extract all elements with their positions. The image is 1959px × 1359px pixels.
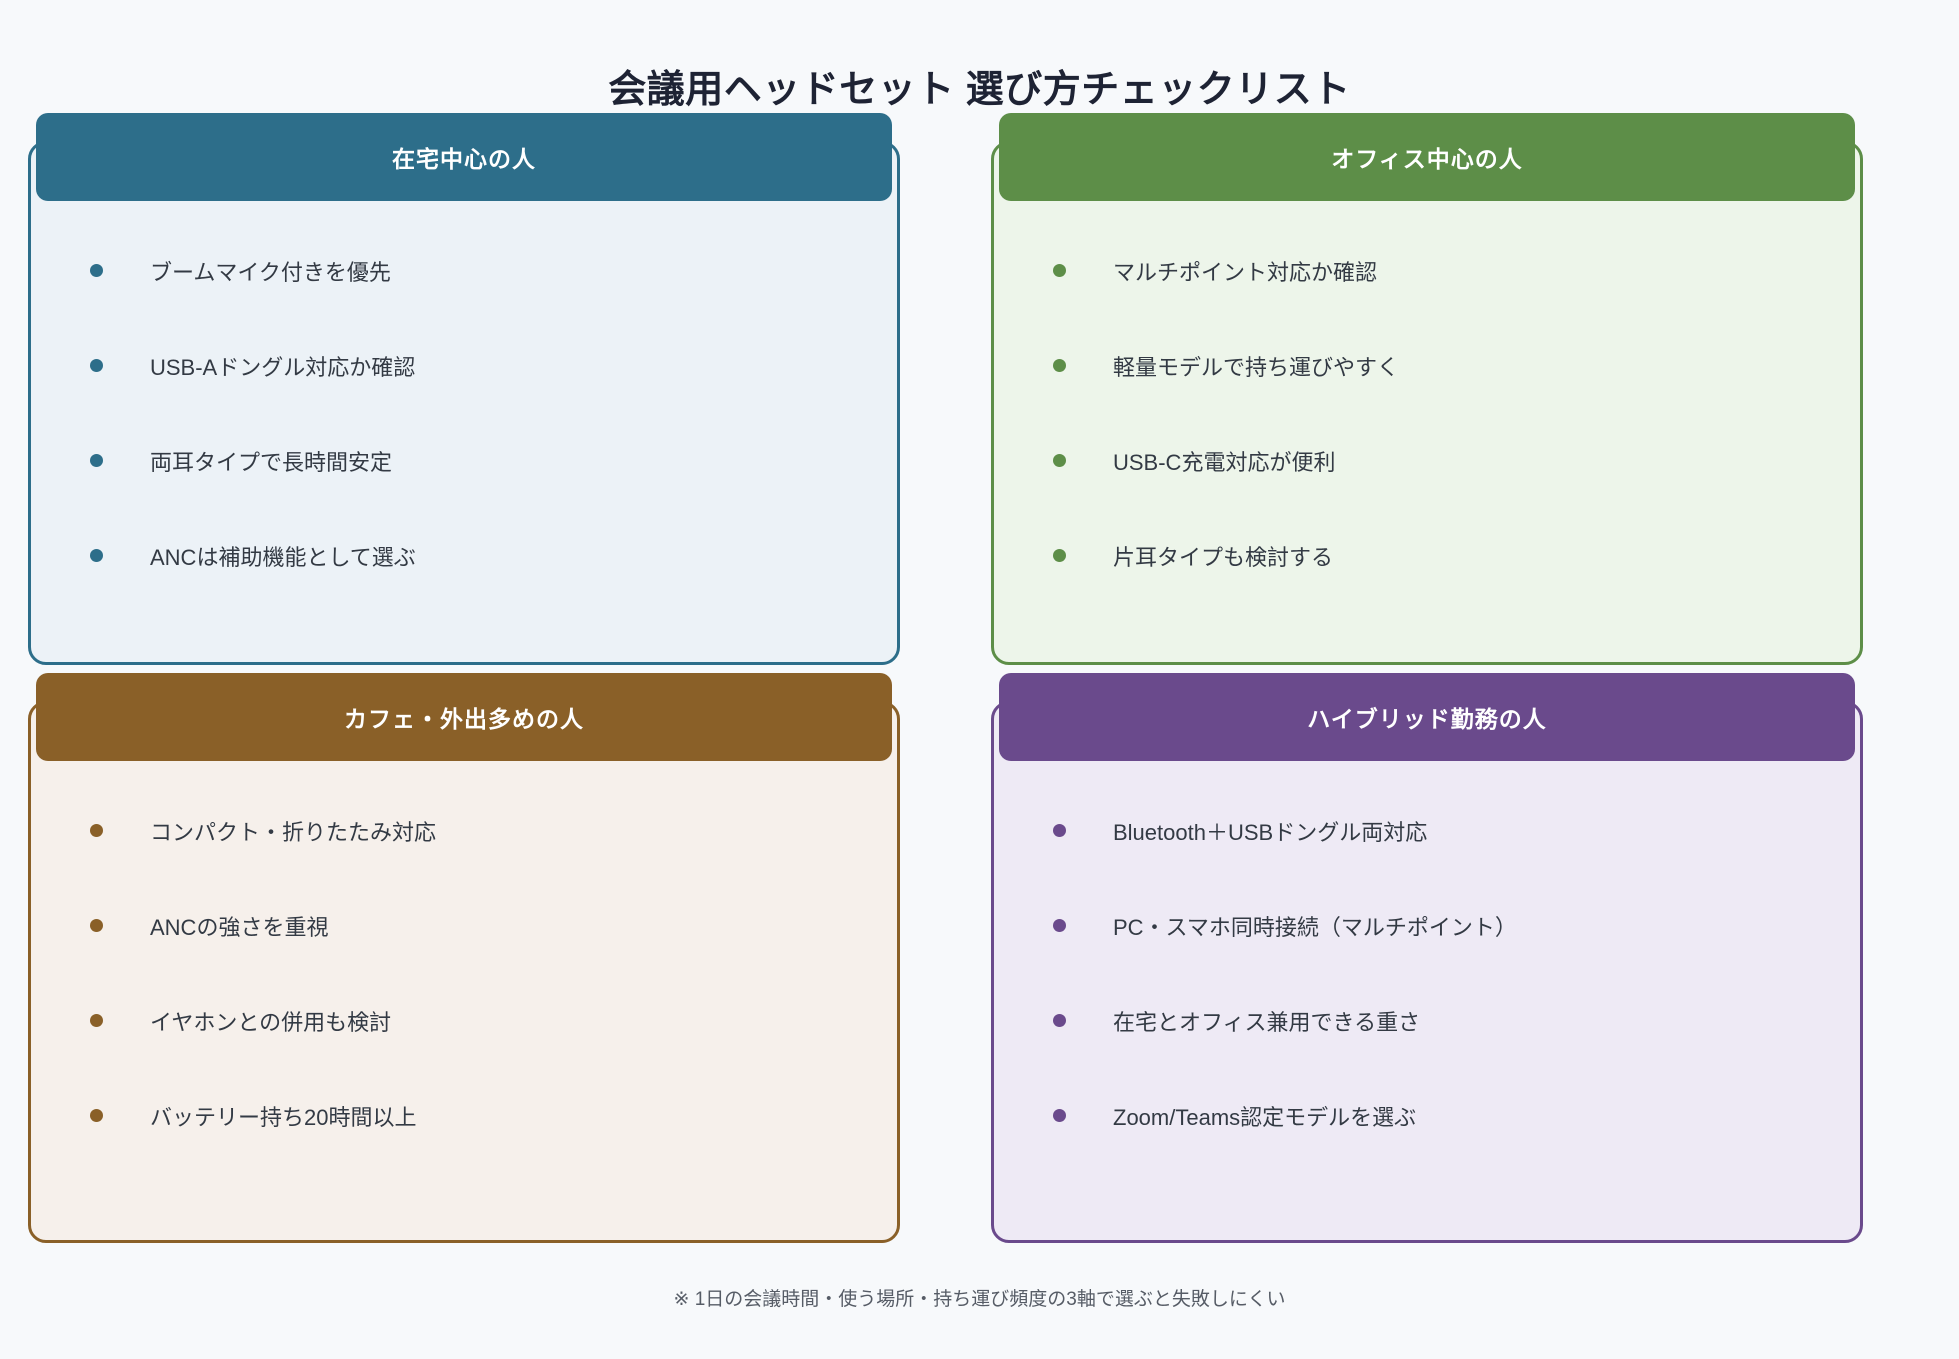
list-item[interactable]: ブームマイク付きを優先 (28, 223, 900, 318)
bullet-icon (90, 359, 103, 372)
list-item-label: ブームマイク付きを優先 (150, 259, 391, 285)
card-header-home-centric: 在宅中心の人 (36, 113, 892, 201)
bullet-icon (1053, 454, 1066, 467)
list-item-label: マルチポイント対応か確認 (1113, 259, 1378, 285)
bullet-icon (1053, 264, 1066, 277)
list-item-label: コンパクト・折りたたみ対応 (150, 819, 437, 845)
bullet-icon (90, 549, 103, 562)
card-body (28, 141, 900, 665)
list-item-label: 両耳タイプで長時間安定 (150, 449, 393, 475)
list-item-label: イヤホンとの併用も検討 (150, 1009, 392, 1035)
card-header-office-centric: オフィス中心の人 (999, 113, 1855, 201)
card-header-cafe-mobile: カフェ・外出多めの人 (36, 673, 892, 761)
footer-note: ※ 1日の会議時間・使う場所・持ち運び頻度の3軸で選ぶと失敗しにくい (673, 1289, 1286, 1310)
list-item-label: バッテリー持ち20時間以上 (150, 1104, 417, 1130)
bullet-icon (90, 919, 103, 932)
bullet-icon (90, 824, 103, 837)
list-item-label: USB-C充電対応が便利 (1113, 449, 1336, 475)
list-item-label: ANCは補助機能として選ぶ (150, 544, 416, 570)
bullet-icon (1053, 549, 1066, 562)
bullet-icon (90, 454, 103, 467)
card-header-hybrid-work: ハイブリッド勤務の人 (999, 673, 1855, 761)
bullet-icon (90, 264, 103, 277)
list-item[interactable]: イヤホンとの併用も検討 (28, 973, 900, 1068)
list-item[interactable]: Bluetooth＋USBドングル両対応 (991, 783, 1863, 878)
list-item[interactable]: Zoom/Teams認定モデルを選ぶ (991, 1068, 1863, 1163)
list-item[interactable]: 軽量モデルで持ち運びやすく (991, 318, 1863, 413)
list-item-label: 片耳タイプも検討する (1113, 544, 1334, 570)
card-home-centric: ブームマイク付きを優先 USB-Aドングル対応か確認 両耳タイプで長時間安定 A… (28, 113, 900, 673)
bullet-icon (1053, 1109, 1066, 1122)
list-item[interactable]: USB-Aドングル対応か確認 (28, 318, 900, 413)
card-body (28, 701, 900, 1243)
bullet-icon (1053, 359, 1066, 372)
bullet-icon (1053, 919, 1066, 932)
card-grid: ブームマイク付きを優先 USB-Aドングル対応か確認 両耳タイプで長時間安定 A… (28, 113, 1931, 1251)
list-item[interactable]: 在宅とオフィス兼用できる重さ (991, 973, 1863, 1068)
card-cafe-mobile: コンパクト・折りたたみ対応 ANCの強さを重視 イヤホンとの併用も検討 バッテリ… (28, 673, 900, 1251)
list-item[interactable]: マルチポイント対応か確認 (991, 223, 1863, 318)
list-item[interactable]: 片耳タイプも検討する (991, 508, 1863, 603)
card-item-list: コンパクト・折りたたみ対応 ANCの強さを重視 イヤホンとの併用も検討 バッテリ… (28, 761, 900, 1251)
list-item-label: Zoom/Teams認定モデルを選ぶ (1113, 1104, 1417, 1130)
list-item[interactable]: USB-C充電対応が便利 (991, 413, 1863, 508)
list-item-label: 軽量モデルで持ち運びやすく (1113, 354, 1400, 380)
list-item[interactable]: ANCは補助機能として選ぶ (28, 508, 900, 603)
card-body (991, 701, 1863, 1243)
page-title: 会議用ヘッドセット 選び方チェックリスト (608, 69, 1351, 111)
list-item[interactable]: バッテリー持ち20時間以上 (28, 1068, 900, 1163)
list-item[interactable]: コンパクト・折りたたみ対応 (28, 783, 900, 878)
card-item-list: ブームマイク付きを優先 USB-Aドングル対応か確認 両耳タイプで長時間安定 A… (28, 201, 900, 673)
card-office-centric: マルチポイント対応か確認 軽量モデルで持ち運びやすく USB-C充電対応が便利 … (991, 113, 1863, 673)
list-item-label: Bluetooth＋USBドングル両対応 (1113, 819, 1428, 845)
card-item-list: Bluetooth＋USBドングル両対応 PC・スマホ同時接続（マルチポイント）… (991, 761, 1863, 1251)
list-item-label: 在宅とオフィス兼用できる重さ (1113, 1009, 1421, 1035)
card-item-list: マルチポイント対応か確認 軽量モデルで持ち運びやすく USB-C充電対応が便利 … (991, 201, 1863, 673)
list-item[interactable]: ANCの強さを重視 (28, 878, 900, 973)
list-item[interactable]: PC・スマホ同時接続（マルチポイント） (991, 878, 1863, 973)
bullet-icon (90, 1014, 103, 1027)
card-body (991, 141, 1863, 665)
list-item-label: ANCの強さを重視 (150, 914, 329, 940)
bullet-icon (1053, 1014, 1066, 1027)
bullet-icon (1053, 824, 1066, 837)
list-item-label: USB-Aドングル対応か確認 (150, 354, 416, 380)
card-hybrid-work: Bluetooth＋USBドングル両対応 PC・スマホ同時接続（マルチポイント）… (991, 673, 1863, 1251)
bullet-icon (90, 1109, 103, 1122)
list-item-label: PC・スマホ同時接続（マルチポイント） (1113, 914, 1517, 940)
list-item[interactable]: 両耳タイプで長時間安定 (28, 413, 900, 508)
